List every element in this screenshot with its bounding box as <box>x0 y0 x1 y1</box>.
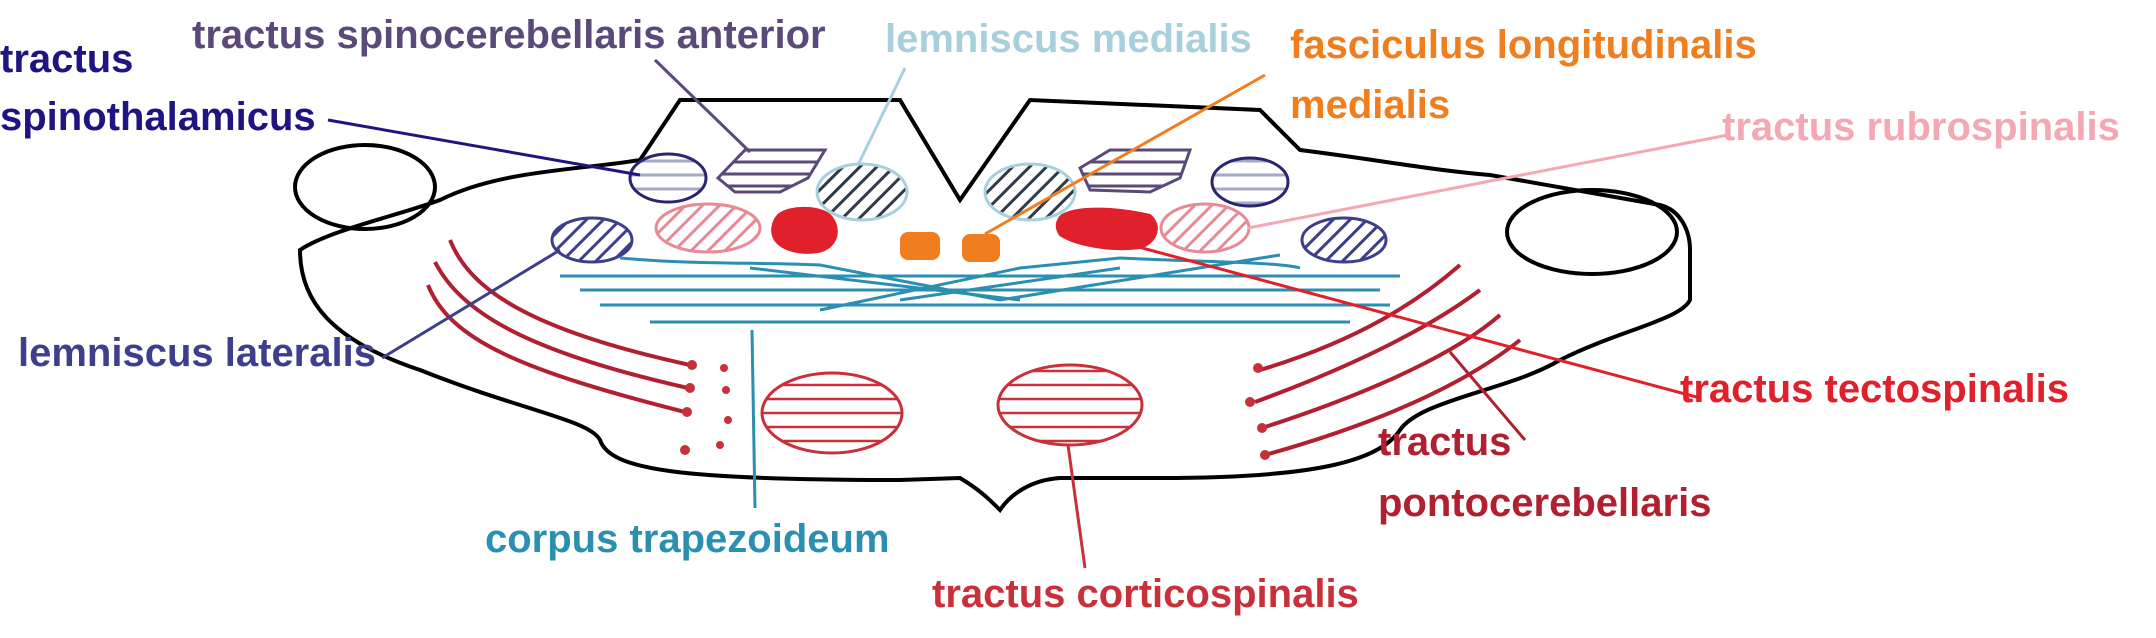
spinothalamicus-right <box>1210 156 1290 208</box>
label-spinothalamicus-line1: tractus <box>0 37 133 81</box>
spinocerebellaris-left <box>715 148 828 194</box>
leader-pontocerebellaris <box>1448 351 1527 441</box>
leader-rubrospinalis <box>1247 133 1729 230</box>
labels: tractus spinothalamicus tractus spinocer… <box>0 13 2120 616</box>
corticospinalis-right <box>996 363 1144 447</box>
pontocerebellar-dots <box>680 360 1270 460</box>
leader-corticospinalis <box>1066 444 1087 569</box>
left-peduncle-outline <box>293 143 437 231</box>
leader-spinothalamicus <box>327 118 641 177</box>
tract-shapes <box>550 148 1388 455</box>
label-fasciculus-line1: fasciculus longitudinalis <box>1290 23 1757 67</box>
label-rubrospinalis: tractus rubrospinalis <box>1722 105 2120 149</box>
leader-lines <box>327 58 1729 569</box>
label-corticospinalis: tractus corticospinalis <box>932 572 1359 616</box>
label-lemniscus-lateralis: lemniscus lateralis <box>18 331 376 375</box>
leader-fasciculus <box>984 73 1266 236</box>
label-tectospinalis: tractus tectospinalis <box>1680 367 2069 411</box>
label-pontocerebellaris-line1: tractus <box>1378 420 1511 464</box>
label-spinothalamicus-line2: spinothalamicus <box>0 95 316 139</box>
tectospinalis-left <box>771 206 838 254</box>
label-pontocerebellaris-line2: pontocerebellaris <box>1378 481 1711 525</box>
leader-lemniscus-medialis <box>856 67 907 166</box>
pontocerebellar-fibers <box>426 239 1522 457</box>
trapezoid-fibers <box>560 253 1400 509</box>
leader-tectospinalis <box>1119 240 1701 400</box>
tectospinalis-right <box>1055 207 1158 251</box>
lemniscus-medialis-left <box>815 162 909 222</box>
label-lemniscus-medialis: lemniscus medialis <box>885 17 1252 61</box>
fasciculus-left <box>900 232 940 260</box>
lemniscus-lateralis-right <box>1300 216 1388 264</box>
rubrospinalis-left <box>654 202 762 254</box>
leader-lemniscus-lateralis <box>381 248 561 360</box>
fasciculus-right <box>962 234 1000 262</box>
label-trapezoideum: corpus trapezoideum <box>485 517 890 561</box>
leader-spinocerebellaris <box>653 58 752 154</box>
label-fasciculus-line2: medialis <box>1290 83 1450 127</box>
lemniscus-lateralis-left <box>550 216 634 264</box>
trapezoid-vertical-fiber <box>750 329 757 509</box>
label-spinocerebellaris: tractus spinocerebellaris anterior <box>192 13 826 57</box>
lemniscus-medialis-right <box>983 162 1077 222</box>
spinothalamicus-left <box>628 152 708 204</box>
right-peduncle-outline <box>1505 188 1679 276</box>
rubrospinalis-right <box>1159 202 1251 254</box>
corticospinalis-left <box>760 371 904 455</box>
spinocerebellaris-right <box>1078 148 1193 194</box>
